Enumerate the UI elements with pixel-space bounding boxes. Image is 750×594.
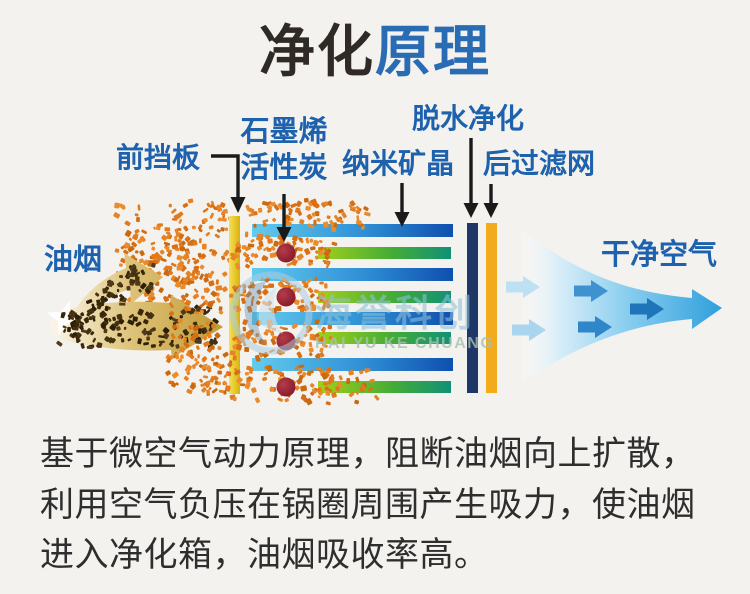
down-arrow-icon: [276, 227, 292, 242]
clean-air-funnel: [506, 229, 722, 383]
label-nano-crystal: 纳米矿晶: [342, 148, 455, 179]
clean-air-arrow: [521, 229, 722, 383]
label-graphene-line2: 活性炭: [240, 152, 328, 184]
down-arrow-icon: [463, 203, 479, 218]
smoke-particle-cloud: [111, 198, 235, 313]
carbon-ball: [276, 243, 296, 263]
title-text-dark: 净化: [259, 20, 375, 83]
oil-arrow-upper: [64, 253, 163, 340]
description-line-1: 基于微空气动力原理，阻断油烟向上扩散，: [40, 435, 696, 473]
watermark-logo: [229, 271, 313, 355]
label-dehydration: 脱水净化: [412, 103, 525, 134]
nano-plate: [252, 224, 453, 237]
grease-specks: [56, 262, 219, 350]
down-arrow-icon: [230, 197, 246, 213]
air-flow-arrow-icon: [630, 298, 664, 320]
down-arrow-icon: [394, 212, 410, 227]
pointer-arrows: [211, 138, 499, 242]
page-title: 净化原理: [0, 21, 750, 83]
watermark-text-cn: 海誉科创: [315, 293, 475, 334]
watermark-text-en: HAI YU KE CHUANG: [315, 335, 494, 352]
carbon-balls: [276, 243, 296, 397]
air-flow-arrow-icon: [574, 280, 608, 302]
green-plate: [318, 291, 451, 303]
watermark-sail-icon: [258, 287, 283, 334]
air-flow-arrow-icon: [578, 316, 612, 338]
label-rear-filter: 后过滤网: [483, 148, 596, 179]
green-plate: [318, 332, 451, 344]
air-flow-arrow-icon: [506, 276, 540, 298]
title-text-blue: 原理: [375, 20, 491, 83]
dehydration-bar: [467, 223, 478, 393]
nano-plate: [252, 312, 453, 325]
filter-stack: [252, 224, 453, 393]
nano-plate: [252, 268, 453, 281]
green-plate: [318, 381, 451, 393]
description-text: 基于微空气动力原理，阻断油烟向上扩散， 利用空气负压在锅圈周围产生吸力，使油烟 …: [40, 429, 696, 581]
watermark-sail-icon: [244, 280, 268, 347]
label-graphene-carbon: 石墨烯 活性炭: [236, 114, 332, 186]
watermark: 海誉科创 HAI YU KE CHUANG: [229, 271, 494, 355]
label-graphene-line1: 石墨烯: [240, 116, 328, 148]
description-line-2: 利用空气负压在锅圈周围产生吸力，使油烟: [40, 485, 696, 524]
nano-plate: [252, 358, 453, 371]
label-oil-smoke: 油烟: [44, 244, 103, 276]
carbon-ball: [276, 287, 296, 307]
green-plate: [318, 247, 451, 259]
label-clean-air: 干净空气: [601, 239, 718, 271]
down-arrow-icon: [483, 203, 499, 218]
flare-star-icon: [46, 300, 82, 336]
carbon-ball: [276, 377, 296, 397]
description-line-3: 进入净化箱，油烟吸收率高。: [40, 536, 489, 574]
front-baffle-pointer: [211, 154, 240, 198]
label-front-baffle: 前挡板: [116, 142, 201, 173]
rear-filter-bar: [486, 223, 497, 393]
air-flow-arrow-icon: [512, 319, 546, 341]
